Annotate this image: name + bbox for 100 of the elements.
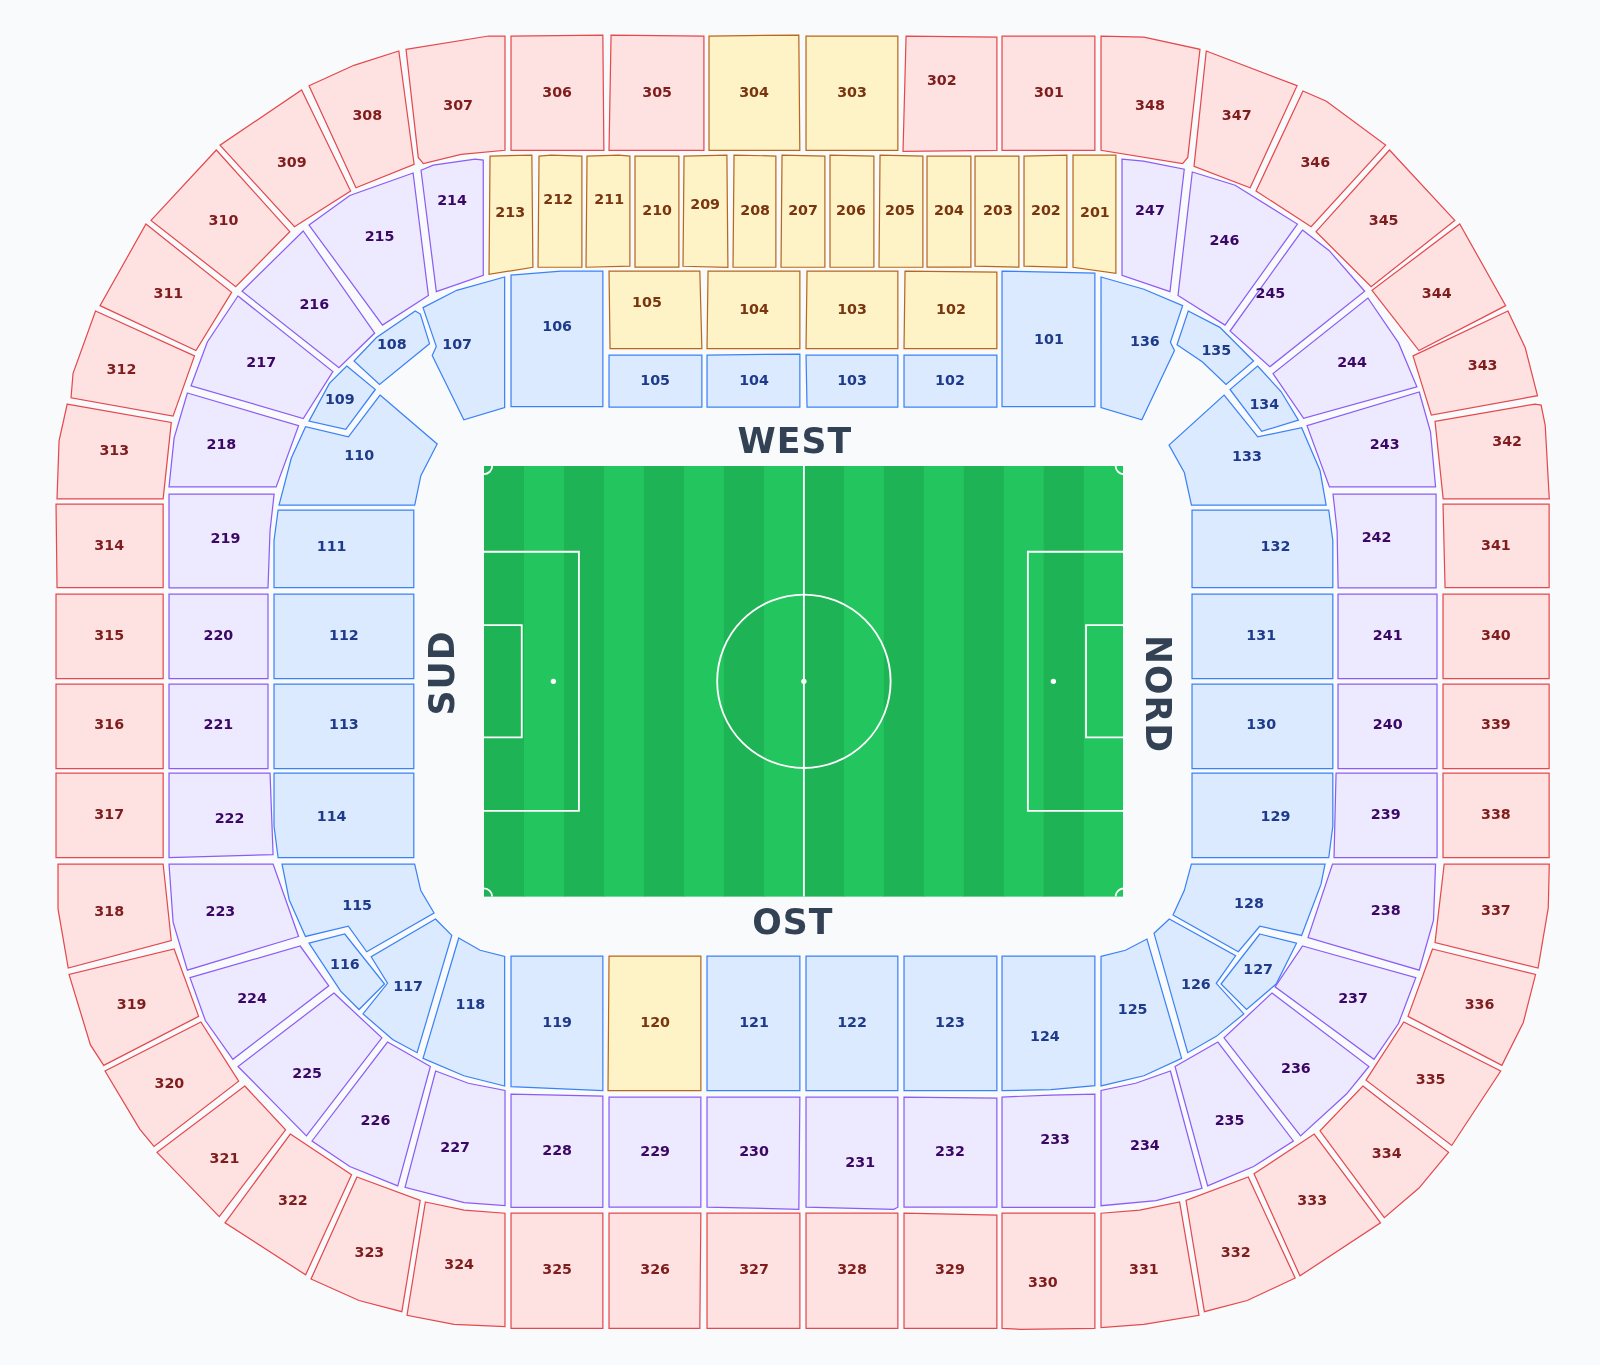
seat-section: [902, 34, 998, 153]
section-number: 240: [1372, 717, 1403, 732]
seat-section: [104, 1021, 240, 1148]
seat-section: [1433, 403, 1550, 500]
section-number: 221: [203, 717, 234, 732]
seat-section: [168, 772, 275, 860]
section-number: 131: [1246, 627, 1277, 642]
section-number: 343: [1467, 358, 1498, 373]
seat-section: [1190, 592, 1334, 680]
seat-section: [98, 223, 233, 353]
section-number: 104: [739, 302, 769, 317]
seat-section: [510, 270, 605, 409]
section-number: 329: [935, 1262, 965, 1277]
section-number: 120: [640, 1015, 670, 1030]
section-number: 327: [739, 1262, 769, 1277]
seat-section: [1274, 944, 1418, 1061]
seat-section: [1433, 863, 1550, 970]
section-number: 136: [1130, 333, 1160, 348]
section-number: 111: [316, 538, 347, 554]
section-number: 133: [1232, 448, 1262, 464]
section-number: 311: [153, 285, 184, 300]
seat-section: [1331, 492, 1437, 589]
section-number: 339: [1481, 717, 1511, 732]
section-number: 331: [1129, 1262, 1159, 1277]
section-number: 333: [1297, 1192, 1328, 1208]
section-number: 122: [837, 1015, 867, 1030]
section-number: 134: [1249, 396, 1280, 412]
section-number: 312: [106, 362, 137, 377]
seat-section: [706, 955, 801, 1092]
section-number: 215: [364, 228, 395, 243]
section-number: 116: [330, 957, 360, 972]
section-number: 103: [837, 302, 867, 317]
section-number: 345: [1368, 213, 1399, 228]
section-number: 129: [1260, 809, 1291, 824]
section-number: 340: [1481, 627, 1511, 642]
seat-section: [1023, 154, 1069, 269]
seat-section: [55, 772, 165, 860]
section-number: 342: [1492, 433, 1523, 448]
seat-section: [1100, 1201, 1200, 1329]
seat-section: [188, 944, 330, 1061]
seat-section: [706, 353, 801, 409]
seat-section: [903, 354, 998, 409]
seat-section: [1336, 682, 1438, 770]
section-number: 209: [690, 196, 720, 212]
section-number: 326: [640, 1262, 670, 1277]
seat-section: [708, 33, 801, 151]
section-number: 204: [934, 203, 964, 218]
seat-section: [1336, 592, 1438, 680]
section-number: 119: [542, 1015, 573, 1030]
section-number: 135: [1201, 342, 1232, 358]
section-number: 238: [1370, 903, 1401, 918]
seat-section: [55, 503, 165, 589]
section-number: 126: [1181, 976, 1211, 991]
seat-section: [510, 1212, 605, 1330]
section-number: 328: [837, 1262, 867, 1277]
seat-section: [1001, 955, 1096, 1092]
seat-section: [56, 403, 173, 500]
stand-label: SUD: [424, 631, 460, 716]
seat-section: [1441, 682, 1550, 770]
seat-section: [405, 34, 507, 165]
section-number: 106: [542, 318, 573, 333]
seat-section: [681, 154, 729, 269]
section-number: 344: [1421, 285, 1452, 300]
section-number: 132: [1260, 538, 1291, 554]
section-number: 218: [206, 436, 237, 451]
section-number: 214: [437, 192, 467, 208]
section-number: 128: [1234, 895, 1264, 911]
section-number: 241: [1372, 627, 1403, 642]
section-number: 315: [94, 627, 125, 642]
seat-section: [510, 1092, 605, 1209]
seat-section: [1371, 223, 1508, 353]
seat-section: [805, 354, 899, 409]
seat-section: [1190, 682, 1334, 770]
seat-section: [903, 955, 998, 1092]
stand-label: WEST: [737, 423, 853, 459]
section-number: 335: [1415, 1071, 1446, 1086]
section-number: 307: [443, 97, 474, 113]
seat-section: [608, 1212, 703, 1330]
seat-section: [68, 947, 200, 1067]
section-number: 313: [99, 442, 130, 458]
section-number: 332: [1220, 1244, 1251, 1260]
seat-section: [1190, 772, 1334, 860]
seat-section: [273, 509, 416, 589]
section-number: 244: [1337, 355, 1367, 370]
seat-section: [1001, 34, 1096, 151]
section-number: 123: [935, 1015, 965, 1030]
seat-section: [168, 391, 300, 488]
section-number: 323: [354, 1244, 385, 1260]
seat-section: [55, 592, 165, 680]
seat-section: [633, 155, 680, 269]
section-number: 121: [739, 1015, 769, 1030]
seat-section: [706, 1095, 801, 1211]
seat-section: [1001, 1092, 1096, 1209]
section-number: 308: [352, 108, 383, 123]
seat-section: [404, 1070, 507, 1208]
section-number: 303: [837, 84, 867, 99]
section-number: 102: [936, 302, 966, 317]
seat-section: [168, 682, 270, 770]
section-number: 227: [440, 1139, 470, 1155]
section-number: 127: [1243, 962, 1274, 977]
